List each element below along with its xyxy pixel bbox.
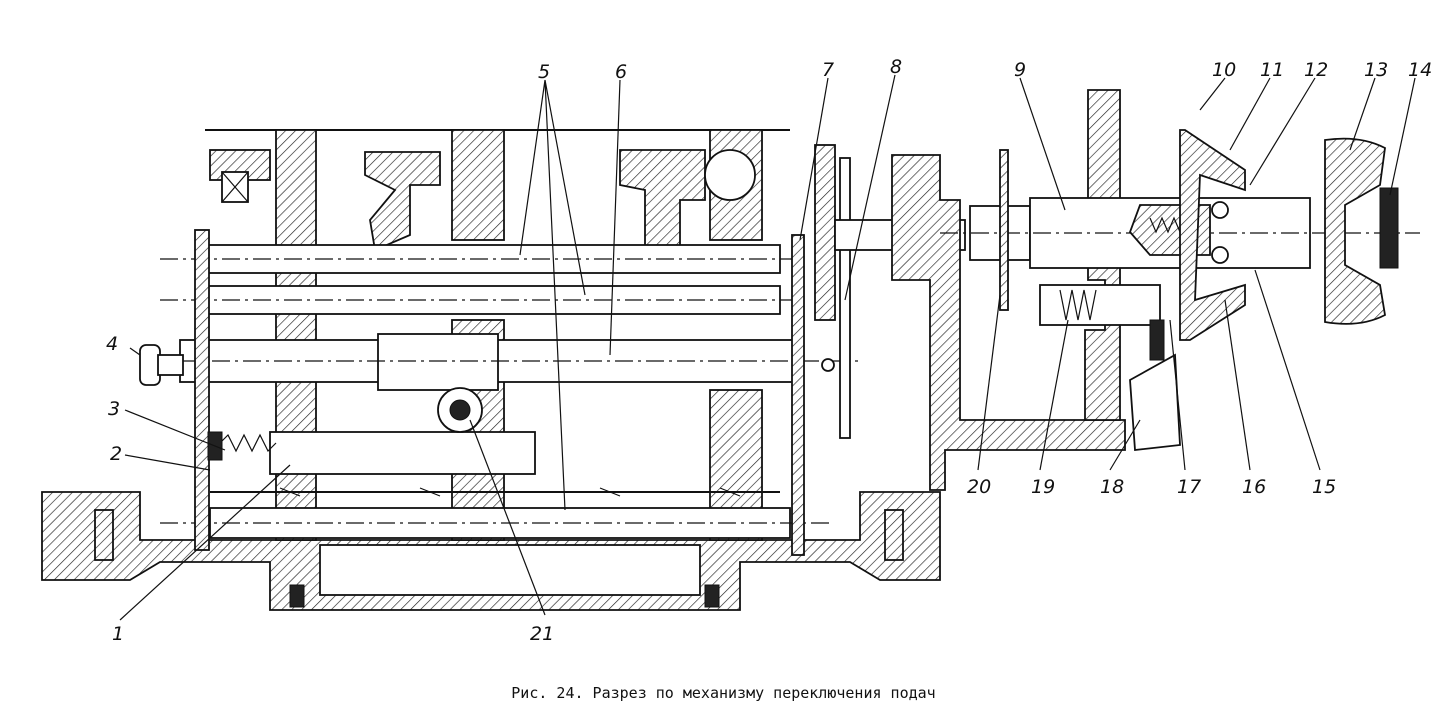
label-6: 6 (615, 61, 627, 83)
label-19: 19 (1031, 476, 1055, 498)
label-1: 1 (112, 623, 124, 645)
leader-lines (119, 74, 1416, 621)
label-9: 9 (1014, 59, 1026, 81)
part-labels: 1 2 3 4 5 6 7 8 9 10 11 12 13 14 15 16 1… (106, 56, 1432, 645)
label-4: 4 (106, 333, 118, 355)
figure-caption: Рис. 24. Разрез по механизму переключени… (511, 684, 936, 702)
handle-13 (1324, 137, 1399, 325)
left-end-parts (139, 229, 483, 551)
label-3: 3 (108, 398, 120, 420)
label-5: 5 (538, 61, 550, 83)
shafts (150, 244, 860, 539)
label-15: 15 (1312, 476, 1336, 498)
label-18: 18 (1100, 476, 1124, 498)
label-17: 17 (1177, 476, 1201, 498)
label-12: 12 (1304, 59, 1328, 81)
label-14: 14 (1408, 59, 1432, 81)
label-10: 10 (1212, 59, 1236, 81)
label-16: 16 (1242, 476, 1266, 498)
label-21: 21 (530, 623, 554, 645)
label-20: 20 (967, 476, 991, 498)
shaft-9-assembly (940, 129, 1420, 341)
label-11: 11 (1260, 59, 1284, 81)
label-8: 8 (890, 56, 902, 78)
label-13: 13 (1364, 59, 1388, 81)
label-2: 2 (110, 443, 122, 465)
plunger-parts (1039, 284, 1181, 451)
label-7: 7 (822, 59, 834, 81)
housing-base (41, 491, 941, 611)
